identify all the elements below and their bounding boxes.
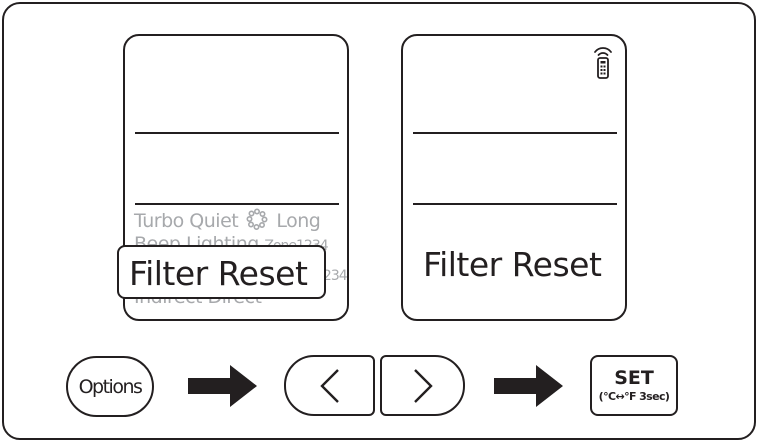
divider-bottom [135,203,339,205]
control-panel-frame [2,2,756,440]
filter-reset-callout: Filter Reset [117,245,326,299]
filter-reset-callout-label: Filter Reset [129,254,308,293]
set-button-sublabel: (°C↔°F 3sec) [598,390,670,403]
chevron-left-icon [319,368,339,403]
divider-top [413,132,617,134]
options-button-label: Options [78,375,143,398]
mode-turbo-quiet: Turbo Quiet [134,210,239,232]
mode-long: Long [276,210,321,232]
options-button[interactable]: Options [66,356,154,417]
set-button[interactable]: SET (°C↔°F 3sec) [590,355,678,416]
spinner-icon [246,208,268,230]
remote-signal-icon [594,47,612,79]
left-button[interactable] [284,355,375,416]
mode-row: Turbo Quiet Long [134,208,321,232]
divider-top [135,132,339,134]
display-after: Filter Reset [401,34,627,321]
set-button-label: SET [614,367,654,389]
filter-reset-label: Filter Reset [423,245,602,284]
arrow-right-icon [494,365,563,407]
divider-bottom [413,203,617,205]
arrow-right-icon [188,365,257,407]
chevron-right-icon [413,368,433,403]
right-button[interactable] [380,355,465,416]
